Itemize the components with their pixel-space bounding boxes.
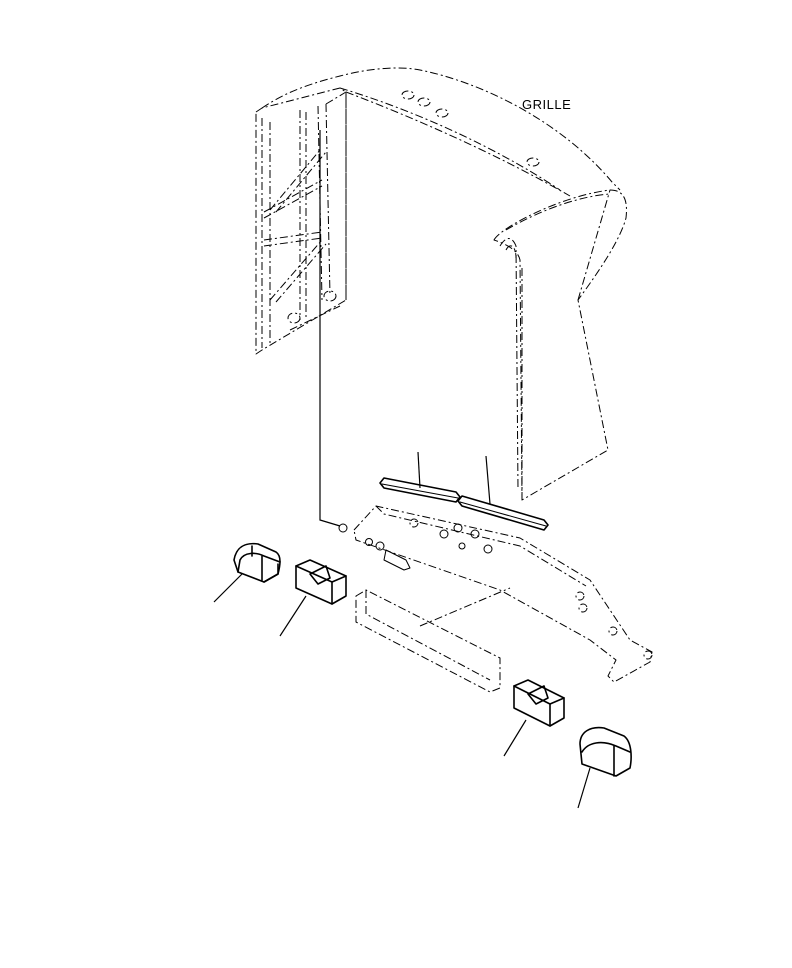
lower-bar: [355, 589, 501, 693]
clamp-block-2: [513, 679, 565, 727]
grille-assembly: [255, 67, 627, 501]
guide-strips: [379, 477, 549, 531]
grille-top-hood: [261, 67, 621, 191]
base-frame: [338, 505, 653, 683]
grille-label: GRILLE: [522, 97, 572, 112]
grille-left-panel: [255, 87, 347, 355]
grille-right-panel: [493, 189, 627, 501]
weight-block-1: [233, 542, 281, 583]
leader-lines: [213, 130, 591, 809]
weight-block-2: [579, 726, 632, 777]
guide-strip-left: [379, 477, 461, 503]
clamp-block-1: [295, 559, 347, 605]
guide-strip-right: [457, 495, 549, 531]
